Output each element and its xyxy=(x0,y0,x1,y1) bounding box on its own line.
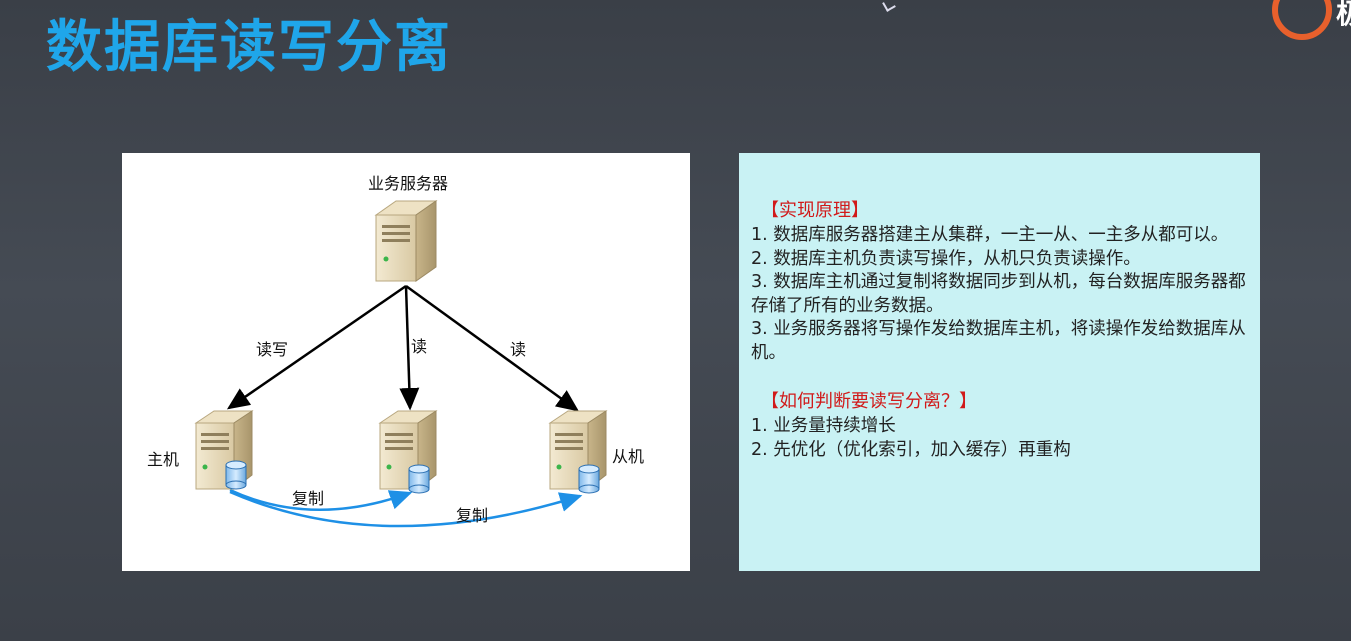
read-arrow-middle xyxy=(399,285,420,411)
replicate-label-1: 复制 xyxy=(292,489,325,508)
slide-title: 数据库读写分离 xyxy=(46,15,452,80)
logo-text: 极 xyxy=(1336,0,1351,28)
replicate-curve-2 xyxy=(229,490,583,528)
slave-database-middle-icon xyxy=(408,464,430,494)
slave-label: 从机 xyxy=(612,447,645,466)
principle-item-3: 3. 数据库主机通过复制将数据同步到从机，每台数据库服务器都存储了所有的业务数据… xyxy=(751,272,1246,316)
read-label-right: 读 xyxy=(510,340,527,359)
slave-server-middle-icon xyxy=(378,410,438,491)
decide-item-2: 2. 先优化（优化索引，加入缓存）再重构 xyxy=(751,439,1071,460)
principle-heading: 【实现原理】 xyxy=(761,200,869,221)
principle-item-1: 1. 数据库服务器搭建主从集群，一主一从、一主多从都可以。 xyxy=(751,225,1229,245)
decide-item-1: 1. 业务量持续增长 xyxy=(751,416,896,436)
read-write-arrow xyxy=(226,284,407,410)
replicate-label-2: 复制 xyxy=(456,506,489,525)
replicate-curve-1 xyxy=(229,488,413,511)
master-database-icon xyxy=(225,460,247,490)
master-label: 主机 xyxy=(147,450,180,469)
principle-item-4: 3. 业务服务器将写操作发给数据库主机，将读操作发给数据库从机。 xyxy=(751,319,1246,363)
read-label-middle: 读 xyxy=(411,337,428,356)
business-server-icon xyxy=(374,200,438,282)
business-server-label: 业务服务器 xyxy=(368,174,449,193)
slave-database-right-icon xyxy=(578,464,600,494)
architecture-diagram: 业务服务器 读写 读 读 主机 从机 复制 复制 xyxy=(122,153,690,571)
info-panel: 【实现原理】 1. 数据库服务器搭建主从集群，一主一从、一主多从都可以。 2. … xyxy=(739,153,1260,571)
principle-item-2: 2. 数据库主机负责读写操作，从机只负责读操作。 xyxy=(751,248,1141,269)
mouse-cursor-icon xyxy=(882,0,896,12)
geek-logo-icon xyxy=(1272,0,1332,40)
read-write-label: 读写 xyxy=(256,340,289,359)
read-arrow-right xyxy=(405,284,580,412)
decide-heading: 【如何判断要读写分离？】 xyxy=(761,391,977,412)
